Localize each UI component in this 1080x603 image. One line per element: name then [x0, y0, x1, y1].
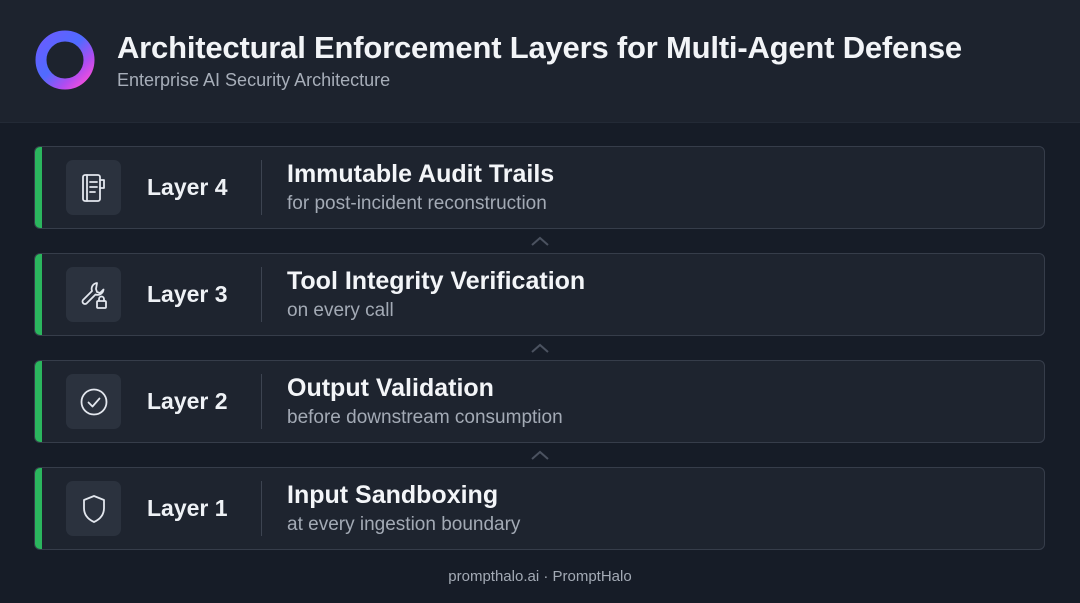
layer-card-4: Layer 4 Immutable Audit Trails for post-…	[34, 146, 1045, 229]
audit-log-icon	[81, 173, 105, 202]
footer-credit: prompthalo.ai · PromptHalo	[448, 568, 632, 585]
layer-description: at every ingestion boundary	[287, 514, 521, 535]
layer-card-3: Layer 3 Tool Integrity Verification on e…	[34, 253, 1045, 336]
chevron-up-icon	[531, 343, 549, 353]
layer-description: on every call	[287, 300, 394, 321]
layer-accent-bar	[35, 361, 42, 442]
layer-description: before downstream consumption	[287, 407, 563, 428]
layer-title: Tool Integrity Verification	[287, 267, 586, 295]
layer-card-1: Layer 1 Input Sandboxing at every ingest…	[34, 467, 1045, 550]
layer-label: Layer 1	[147, 495, 228, 521]
shield-icon	[82, 494, 105, 523]
layer-icon-box	[66, 160, 121, 215]
layer-description: for post-incident reconstruction	[287, 193, 547, 214]
header: Architectural Enforcement Layers for Mul…	[0, 0, 1080, 123]
layer-title: Output Validation	[287, 374, 494, 402]
page-title: Architectural Enforcement Layers for Mul…	[117, 30, 962, 65]
layer-card-2: Layer 2 Output Validation before downstr…	[34, 360, 1045, 443]
chevron-up-icon	[531, 450, 549, 460]
check-circle-icon	[80, 388, 107, 415]
chevron-up-icon	[531, 236, 549, 246]
divider	[261, 267, 262, 322]
layer-accent-bar	[35, 147, 42, 228]
layer-icon-box	[66, 481, 121, 536]
layer-accent-bar	[35, 254, 42, 335]
layer-title: Immutable Audit Trails	[287, 160, 555, 188]
wrench-lock-icon	[81, 281, 107, 309]
divider	[261, 160, 262, 215]
ring-logo-icon	[35, 30, 95, 90]
layer-icon-box	[66, 374, 121, 429]
layer-label: Layer 4	[147, 174, 228, 200]
layer-label: Layer 2	[147, 388, 228, 414]
divider	[261, 481, 262, 536]
layer-title: Input Sandboxing	[287, 481, 499, 509]
layer-label: Layer 3	[147, 281, 228, 307]
divider	[261, 374, 262, 429]
layer-accent-bar	[35, 468, 42, 549]
layer-icon-box	[66, 267, 121, 322]
page-subtitle: Enterprise AI Security Architecture	[117, 70, 391, 90]
